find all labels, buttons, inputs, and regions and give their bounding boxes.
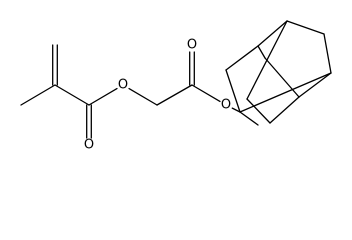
bond-a5-a6 <box>323 33 332 74</box>
bond-c6-o4 <box>191 84 221 103</box>
bond-a3-a4 <box>257 20 288 47</box>
bond-c5-c6 <box>156 84 193 106</box>
structure-canvas: O O O O <box>20 20 332 153</box>
bond-a9-a10 <box>246 98 271 124</box>
bond-a2-a3 <box>225 45 259 71</box>
atom-label-o3: O <box>187 38 197 53</box>
bond-a8-a6 <box>298 72 332 98</box>
atom-label-o2: O <box>118 78 128 93</box>
bond-a1-a2 <box>225 69 241 113</box>
bond-o2-c5 <box>128 87 158 106</box>
bond-a1-m1 <box>239 111 259 126</box>
atom-label-o1: O <box>84 138 94 153</box>
bond-a10-a8 <box>269 96 300 124</box>
bond-c2-c3 <box>20 84 56 106</box>
bond-c2-c4 <box>54 84 90 106</box>
bond-layer <box>20 20 332 139</box>
atom-label-o4: O <box>221 98 231 113</box>
bond-o4-a1 <box>231 107 241 113</box>
bond-a4-a9 <box>246 20 288 100</box>
bond-c4-o2 <box>88 87 118 106</box>
molecule-structure: O O O O <box>20 20 332 153</box>
bond-a3-a7 <box>257 45 266 59</box>
bond-a4-a5 <box>286 20 325 35</box>
bond-a7-a8 <box>264 57 300 98</box>
atom-label-layer: O O O O <box>84 38 231 153</box>
bond-a6-a1 <box>239 72 332 113</box>
